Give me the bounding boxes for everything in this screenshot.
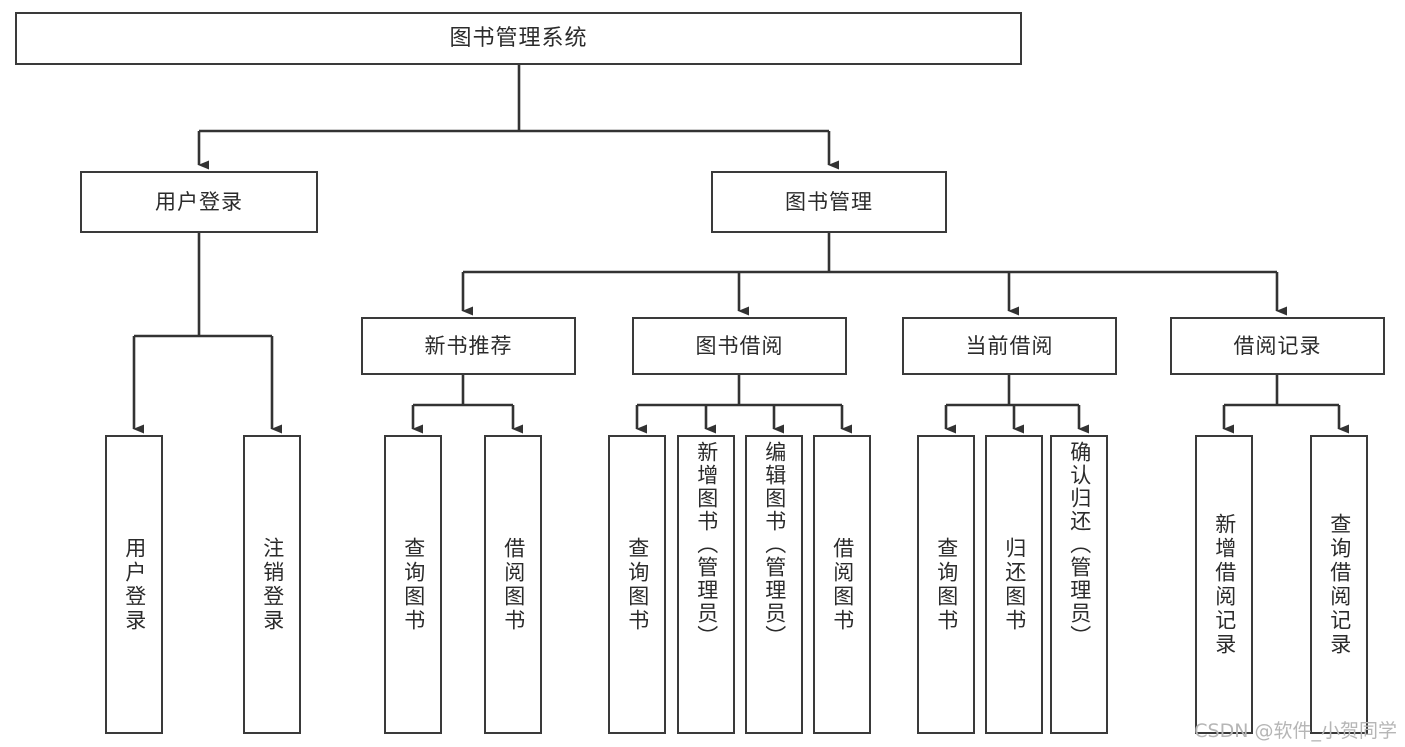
- node-label: 确认归还（管理员）: [1067, 441, 1092, 648]
- node-label: 图书借阅: [695, 333, 784, 358]
- node-leaf-confirm-return-admin[interactable]: 确认归还（管理员）: [1050, 435, 1108, 734]
- node-label: 用户登录: [122, 536, 147, 633]
- node-root-book-management-system[interactable]: 图书管理系统: [15, 12, 1022, 65]
- node-leaf-query-book-current[interactable]: 查询图书: [917, 435, 975, 734]
- node-leaf-query-book-borrow[interactable]: 查询图书: [608, 435, 666, 734]
- node-label: 当前借阅: [965, 333, 1054, 358]
- node-borrowing-records[interactable]: 借阅记录: [1170, 317, 1385, 375]
- node-user-login[interactable]: 用户登录: [80, 171, 318, 233]
- node-label: 查询图书: [934, 536, 959, 633]
- node-leaf-query-book-new[interactable]: 查询图书: [384, 435, 442, 734]
- node-leaf-user-login[interactable]: 用户登录: [105, 435, 163, 734]
- node-label: 归还图书: [1002, 536, 1027, 633]
- node-leaf-add-book-admin[interactable]: 新增图书（管理员）: [677, 435, 735, 734]
- node-leaf-return-book[interactable]: 归还图书: [985, 435, 1043, 734]
- node-leaf-add-borrow-record[interactable]: 新增借阅记录: [1195, 435, 1253, 734]
- node-label: 用户登录: [155, 189, 243, 214]
- node-book-management[interactable]: 图书管理: [711, 171, 947, 233]
- node-label: 查询图书: [401, 536, 426, 633]
- node-leaf-borrow-book[interactable]: 借阅图书: [813, 435, 871, 734]
- node-label: 编辑图书（管理员）: [762, 441, 787, 648]
- node-label: 注销登录: [260, 536, 285, 633]
- node-label: 图书管理: [785, 189, 873, 214]
- node-label: 借阅图书: [830, 536, 855, 633]
- node-label: 查询借阅记录: [1327, 512, 1352, 657]
- node-label: 新书推荐: [424, 333, 513, 358]
- node-label: 新增图书（管理员）: [694, 441, 719, 648]
- node-label: 借阅记录: [1233, 333, 1322, 358]
- node-current-borrowing[interactable]: 当前借阅: [902, 317, 1117, 375]
- node-book-borrowing[interactable]: 图书借阅: [632, 317, 847, 375]
- watermark-text: CSDN @软件_小贺同学: [1194, 720, 1397, 742]
- node-leaf-logout[interactable]: 注销登录: [243, 435, 301, 734]
- node-leaf-borrow-book-new[interactable]: 借阅图书: [484, 435, 542, 734]
- node-leaf-edit-book-admin[interactable]: 编辑图书（管理员）: [745, 435, 803, 734]
- node-label: 图书管理系统: [449, 25, 588, 51]
- node-label: 查询图书: [625, 536, 650, 633]
- node-new-book-recommendation[interactable]: 新书推荐: [361, 317, 576, 375]
- node-label: 新增借阅记录: [1212, 512, 1237, 657]
- node-label: 借阅图书: [501, 536, 526, 633]
- node-leaf-query-borrow-record[interactable]: 查询借阅记录: [1310, 435, 1368, 734]
